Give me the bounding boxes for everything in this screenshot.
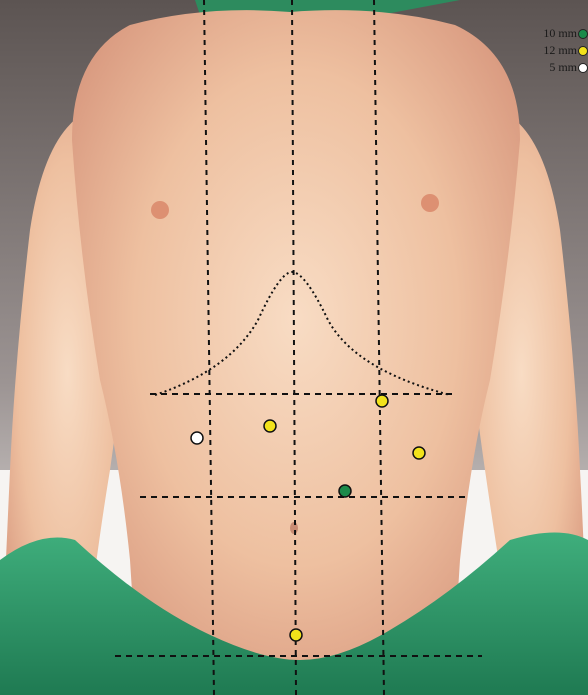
port-12mm-lower bbox=[290, 629, 302, 641]
legend-label-10mm: 10 mm bbox=[543, 26, 577, 41]
legend-label-5mm: 5 mm bbox=[549, 60, 577, 75]
left-nipple bbox=[421, 194, 439, 212]
legend-item-5mm: 5 mm bbox=[549, 60, 588, 75]
navel bbox=[290, 522, 298, 534]
legend-item-10mm: 10 mm bbox=[543, 26, 588, 41]
port-12mm-right bbox=[413, 447, 425, 459]
legend-item-12mm: 12 mm bbox=[543, 43, 588, 58]
port-12mm-upper-right bbox=[376, 395, 388, 407]
port-5mm bbox=[191, 432, 203, 444]
port-12mm-upper-left bbox=[264, 420, 276, 432]
legend-swatch-5mm bbox=[578, 63, 588, 73]
legend-swatch-12mm bbox=[578, 46, 588, 56]
port-10mm bbox=[339, 485, 351, 497]
right-nipple bbox=[151, 201, 169, 219]
legend-label-12mm: 12 mm bbox=[543, 43, 577, 58]
legend-swatch-10mm bbox=[578, 29, 588, 39]
